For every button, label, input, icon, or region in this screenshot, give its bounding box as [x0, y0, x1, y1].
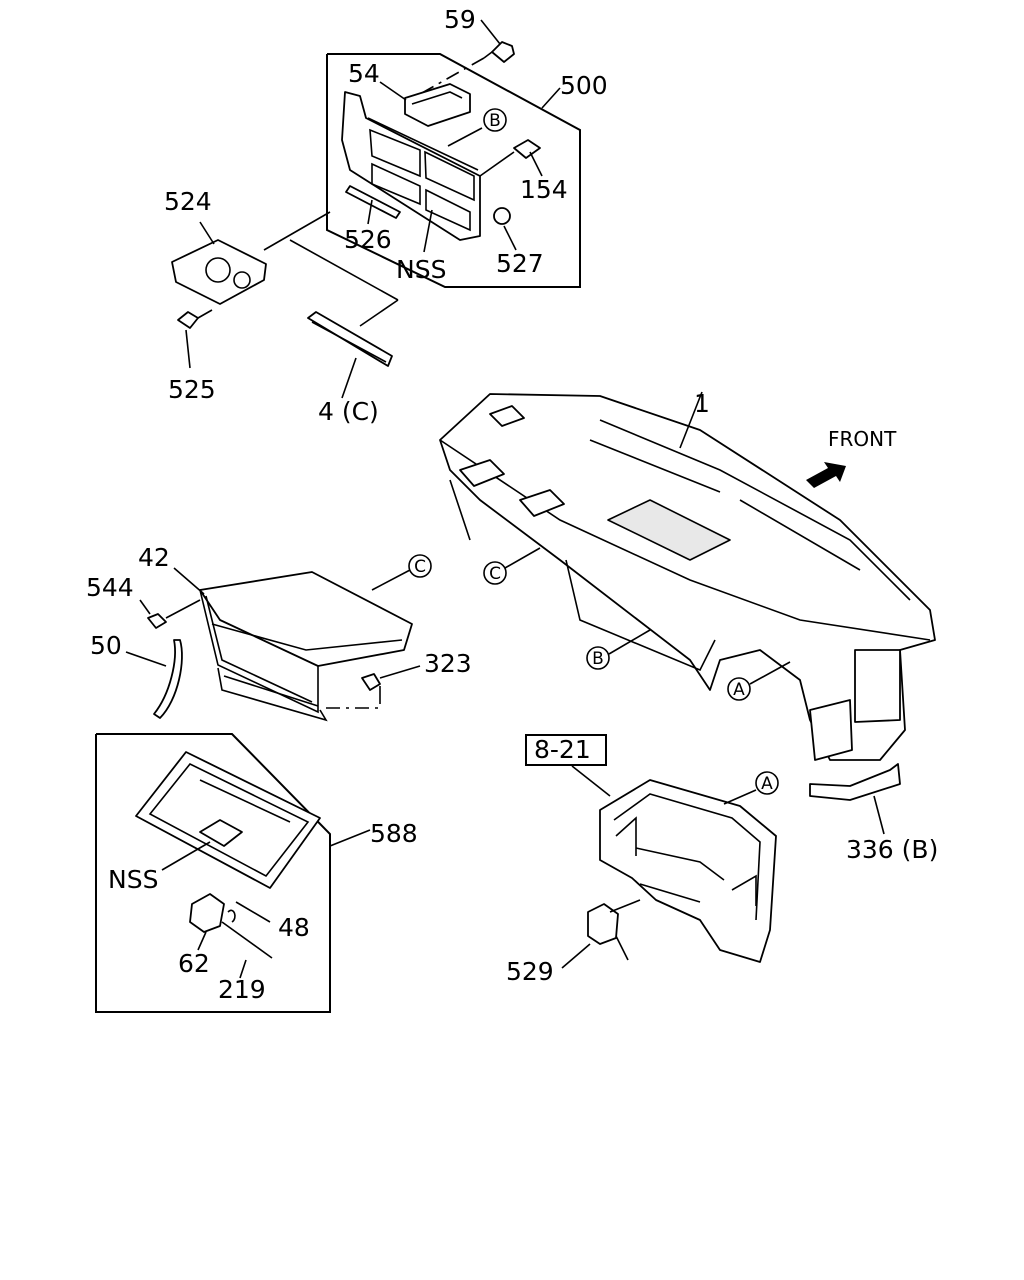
screw-527	[493, 207, 517, 251]
svg-text:C: C	[414, 557, 426, 577]
center-panel-500	[341, 91, 481, 241]
screw-544	[139, 599, 201, 629]
svg-text:A: A	[761, 774, 773, 794]
group-500-frame	[326, 53, 581, 288]
label-336b: 336 (B)	[846, 835, 938, 864]
label-8-21: 8-21	[534, 735, 591, 764]
label-525: 525	[168, 375, 216, 404]
circle-ref-c-dash: C	[483, 547, 541, 585]
svg-text:C: C	[489, 564, 501, 584]
ref-box-8-21	[525, 734, 611, 797]
label-524: 524	[164, 187, 212, 216]
circle-ref-a-dash: A	[727, 661, 791, 701]
spring-48	[227, 901, 271, 923]
label-1: 1	[694, 389, 710, 418]
label-42: 42	[138, 543, 170, 572]
label-48: 48	[278, 913, 310, 942]
switch-529	[561, 899, 641, 969]
screw-525	[177, 309, 213, 369]
circle-ref-b-top: B	[447, 108, 507, 147]
label-588: 588	[370, 819, 418, 848]
label-59: 59	[444, 5, 476, 34]
label-544: 544	[86, 573, 134, 602]
glovebox-lid-588	[135, 751, 321, 889]
dashboard-1	[439, 391, 936, 761]
circle-ref-c-glovebox: C	[408, 554, 432, 578]
label-nss-top: NSS	[396, 255, 446, 284]
label-50: 50	[90, 631, 122, 660]
circle-ref-b-dash: B	[586, 629, 651, 670]
cluster-bezel	[599, 779, 777, 963]
label-526: 526	[344, 225, 392, 254]
svg-text:A: A	[733, 680, 745, 700]
label-219: 219	[218, 975, 266, 1004]
seal-50	[125, 639, 183, 719]
label-323: 323	[424, 649, 472, 678]
label-529: 529	[506, 957, 554, 986]
label-527: 527	[496, 249, 544, 278]
label-500: 500	[560, 71, 608, 100]
glovebox-42	[173, 567, 413, 722]
bracket-54	[379, 81, 471, 127]
svg-text:B: B	[592, 649, 604, 669]
group-588-frame	[95, 733, 371, 1013]
bolt-59	[405, 19, 515, 103]
strip-526	[345, 185, 433, 253]
label-154: 154	[520, 175, 568, 204]
label-nss-bottom: NSS	[108, 865, 158, 894]
clip-154	[479, 139, 543, 177]
label-54: 54	[348, 59, 380, 88]
latch-62	[189, 893, 273, 979]
circle-ref-a-cluster: A	[755, 771, 779, 795]
screw-323	[361, 665, 421, 704]
label-62: 62	[178, 949, 210, 978]
bar-4c	[307, 311, 393, 399]
bracket-524	[171, 211, 399, 327]
front-label: FRONT	[828, 427, 897, 451]
cover-336b	[809, 763, 901, 835]
label-4c: 4 (C)	[318, 397, 379, 426]
svg-text:B: B	[489, 111, 501, 131]
front-arrow-icon	[806, 462, 846, 488]
